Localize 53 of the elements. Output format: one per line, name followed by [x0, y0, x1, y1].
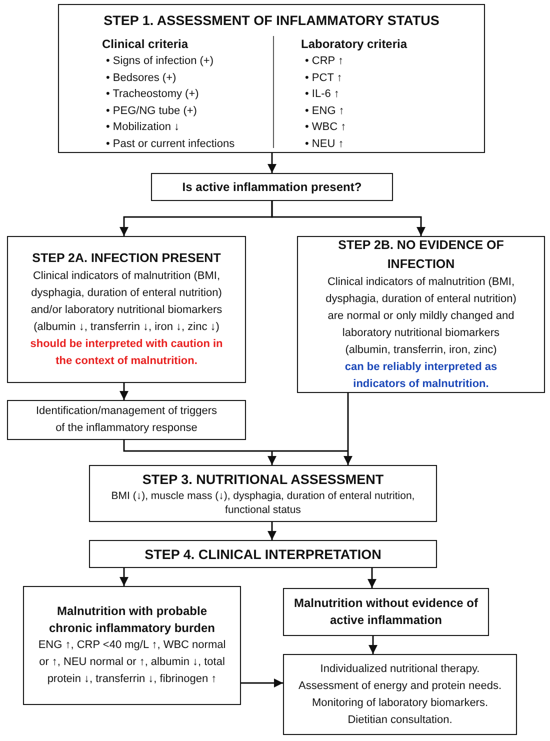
arrow — [271, 201, 426, 236]
arrow — [123, 439, 349, 466]
step-box — [89, 465, 437, 522]
step-heading: STEP 1. ASSESSMENT OF INFLAMMATORY STATUS — [104, 12, 440, 30]
process-box — [7, 400, 246, 440]
warning-text: should be interpreted with caution in the context of malnutrition. — [29, 337, 224, 369]
body-text: ENG ↑, CRP <40 mg/L ↑, WBC normal or ↑, NEU normal or ↑, albumin ↓, total protein ↓, transferrin ↓, fibrinogen ↑ — [38, 638, 226, 687]
arrow — [368, 636, 378, 654]
body-text: Assessment of energy and protein needs. — [298, 678, 502, 694]
body-text: Clinical indicators of malnutrition (BMI, dysphagia, duration of enteral nutrition) and/or laboratory nutritional biomarkers (albumin ↓, transferrin ↓, iron ↓, zinc ↓) — [30, 269, 224, 335]
decision-box — [151, 173, 393, 201]
action-box — [283, 654, 517, 735]
step-heading: STEP 4. CLINICAL INTERPRETATION — [144, 546, 382, 564]
criterion-item: • PCT ↑ — [305, 70, 344, 86]
step-heading: STEP 3. NUTRITIONAL ASSESSMENT — [142, 471, 384, 489]
body-text: BMI (↓), muscle mass (↓), dysphagia, duration of enteral nutrition, functional status — [110, 489, 416, 517]
arrow — [268, 153, 276, 173]
body-text: Dietitian consultation. — [348, 712, 452, 728]
criterion-item: • ENG ↑ — [305, 104, 346, 118]
body-text: STEP 2A. INFECTION PRESENT — [32, 250, 221, 267]
body-text: Monitoring of laboratory biomarkers. — [312, 696, 488, 710]
arrow — [120, 568, 128, 586]
body-text: Individualized nutritional therapy. — [320, 662, 480, 676]
outcome-box — [23, 586, 241, 705]
criterion-item: • WBC ↑ — [305, 120, 348, 135]
arrow — [241, 678, 283, 688]
arrow — [344, 393, 352, 465]
criterion-item: • PEG/NG tube (+) — [106, 104, 198, 118]
box-heading: Malnutrition with probable chronic inflammatory burden — [48, 603, 216, 637]
outcome-box — [283, 588, 489, 636]
criterion-item: • Signs of infection (+) — [106, 54, 214, 69]
step-box — [7, 236, 246, 383]
arrow — [368, 568, 376, 588]
column-heading: Clinical criteria — [102, 36, 190, 53]
criterion-item: • CRP ↑ — [305, 54, 344, 69]
criterion-item: • Bedsores (+) — [106, 70, 178, 86]
box-heading: Malnutrition without evidence of active inflammation — [293, 595, 479, 629]
box-heading: Is active inflammation present? — [182, 178, 362, 196]
body-text: Clinical indicators of malnutrition (BMI, dysphagia, duration of enteral nutrition) are normal or only mildly changed and laboratory nutritional biomarkers (albumin, transferrin, iron, zinc) — [324, 275, 518, 358]
criterion-item: • NEU ↑ — [305, 136, 345, 152]
criterion-item: • Mobilization ↓ — [106, 120, 181, 135]
criterion-item: • Tracheostomy (+) — [106, 87, 200, 102]
step-box — [58, 4, 485, 153]
body-text: Identification/management of triggers of the inflammatory response — [35, 404, 218, 436]
column-heading: Laboratory criteria — [301, 36, 408, 53]
step-box — [297, 236, 545, 393]
arrow — [120, 383, 128, 400]
arrow — [268, 522, 276, 540]
note-text: can be reliably interpreted as indicators of malnutrition. — [344, 360, 498, 392]
body-text: STEP 2B. NO EVIDENCE OF INFECTION — [337, 237, 505, 273]
criterion-item: • Past or current infections — [106, 136, 236, 152]
step-box — [89, 540, 437, 568]
criterion-item: • IL-6 ↑ — [305, 87, 340, 102]
